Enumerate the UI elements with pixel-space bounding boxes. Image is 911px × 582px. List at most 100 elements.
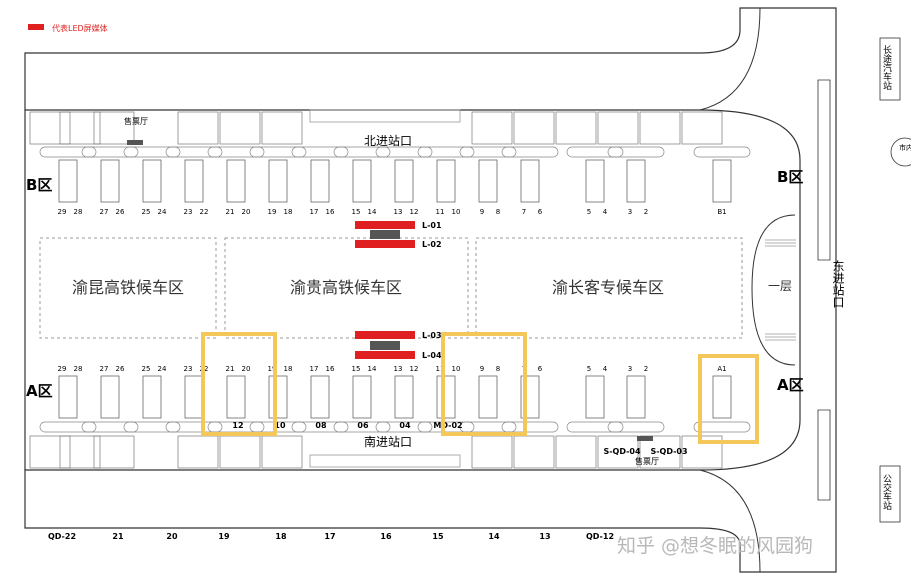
shop-unit	[681, 111, 723, 145]
gate-number: 25	[142, 365, 151, 373]
shop-unit	[261, 435, 303, 469]
gate-number: 23	[184, 365, 193, 373]
east-bar-top	[817, 79, 831, 261]
gate-number: 2	[644, 365, 648, 373]
gate-number: 3	[628, 365, 632, 373]
curve-bottom	[699, 469, 761, 573]
gate-number: 5	[587, 208, 591, 216]
legend-text: 代表LED屏媒体	[52, 23, 108, 33]
shop-unit	[513, 111, 555, 145]
gate-number: 24	[158, 208, 167, 216]
first-floor-oval	[751, 214, 796, 366]
check-in-counter	[394, 159, 414, 203]
gate-number: 7	[522, 208, 526, 216]
bottom-gate-label: 19	[218, 532, 230, 541]
shop-unit	[597, 111, 639, 145]
led-label-l04: L-04	[422, 351, 442, 360]
east-bar-bottom	[817, 409, 831, 501]
ticket-office-south: 售票厅	[635, 456, 659, 466]
gate-number: 11	[436, 365, 445, 373]
gate-number: 4	[603, 208, 608, 216]
gate-number: 16	[326, 208, 335, 216]
check-in-counter	[712, 375, 732, 419]
gate-number: 11	[436, 208, 445, 216]
queue-barrier	[39, 146, 97, 158]
public-bus-station-box	[879, 465, 901, 523]
waiting-zone-box-3	[475, 237, 743, 339]
check-in-counter	[310, 375, 330, 419]
queue-barrier	[165, 421, 223, 433]
south-shop-row	[29, 435, 723, 469]
gate-number: 28	[74, 208, 83, 216]
check-in-counter	[58, 159, 78, 203]
bottom-gate-label: QD-12	[586, 532, 614, 541]
shop-unit	[639, 435, 681, 469]
gate-number: 13	[394, 208, 403, 216]
south-entrance-gate	[309, 454, 461, 468]
gate-number: 19	[268, 365, 277, 373]
gate-number: 12	[410, 208, 419, 216]
queue-barrier	[291, 146, 349, 158]
ticket-office-north-marker	[127, 140, 143, 145]
queue-barrier	[693, 146, 751, 158]
area-label-a-right: A区	[777, 376, 804, 394]
check-in-counter	[352, 375, 372, 419]
led-screen-l03	[355, 331, 415, 339]
gate-number: A1	[717, 365, 726, 373]
gate-number: 21	[226, 208, 235, 216]
shop-unit	[219, 435, 261, 469]
ticket-office-south-marker	[637, 436, 653, 441]
gate-number: 10	[452, 208, 461, 216]
queue-barrier	[375, 146, 433, 158]
city-direction-label: 市内方向	[899, 143, 911, 152]
bottom-gate-label: QD-22	[48, 532, 76, 541]
south-exit-label: 10	[274, 421, 286, 430]
led-screen-l04	[355, 351, 415, 359]
bottom-gate-label: 18	[275, 532, 287, 541]
south-exit-label: S-QD-03	[650, 447, 687, 456]
shop-unit	[29, 435, 71, 469]
queue-barrier	[417, 146, 475, 158]
north-entrance-label: 北进站口	[364, 134, 412, 148]
queue-barrier	[249, 421, 307, 433]
check-in-counter	[142, 159, 162, 203]
area-label-a-left: A区	[26, 382, 53, 400]
curve-top	[699, 7, 761, 111]
south-exit-label: 06	[357, 421, 369, 430]
check-in-counter	[268, 375, 288, 419]
gate-number: 2	[644, 208, 648, 216]
gate-number: 18	[284, 208, 293, 216]
first-floor-stairs	[765, 239, 796, 341]
gate-number: 12	[410, 365, 419, 373]
check-in-counter	[394, 375, 414, 419]
check-in-counter	[478, 159, 498, 203]
gate-number: 4	[603, 365, 608, 373]
queue-barrier	[123, 146, 181, 158]
shop-unit	[59, 111, 101, 145]
area-label-b-left: B区	[26, 176, 52, 194]
bottom-gate-label: 13	[539, 532, 550, 541]
queue-barrier	[566, 146, 624, 158]
check-in-counter	[585, 375, 605, 419]
shop-unit	[597, 435, 639, 469]
check-in-counter	[226, 159, 246, 203]
check-in-counter	[100, 375, 120, 419]
gate-number: 14	[368, 208, 377, 216]
city-direction-circle	[890, 137, 911, 167]
shop-unit	[261, 111, 303, 145]
shop-unit	[639, 111, 681, 145]
shop-unit	[29, 111, 71, 145]
gate-number: 8	[496, 208, 500, 216]
check-in-counter	[58, 375, 78, 419]
queue-barrier	[607, 146, 665, 158]
queue-barrier	[459, 421, 517, 433]
waiting-zone-box-2	[224, 237, 469, 339]
gate-number: 23	[184, 208, 193, 216]
queue-barrier	[81, 421, 139, 433]
check-in-counter	[184, 375, 204, 419]
gate-number: 13	[394, 365, 403, 373]
gate-number: 6	[538, 208, 543, 216]
